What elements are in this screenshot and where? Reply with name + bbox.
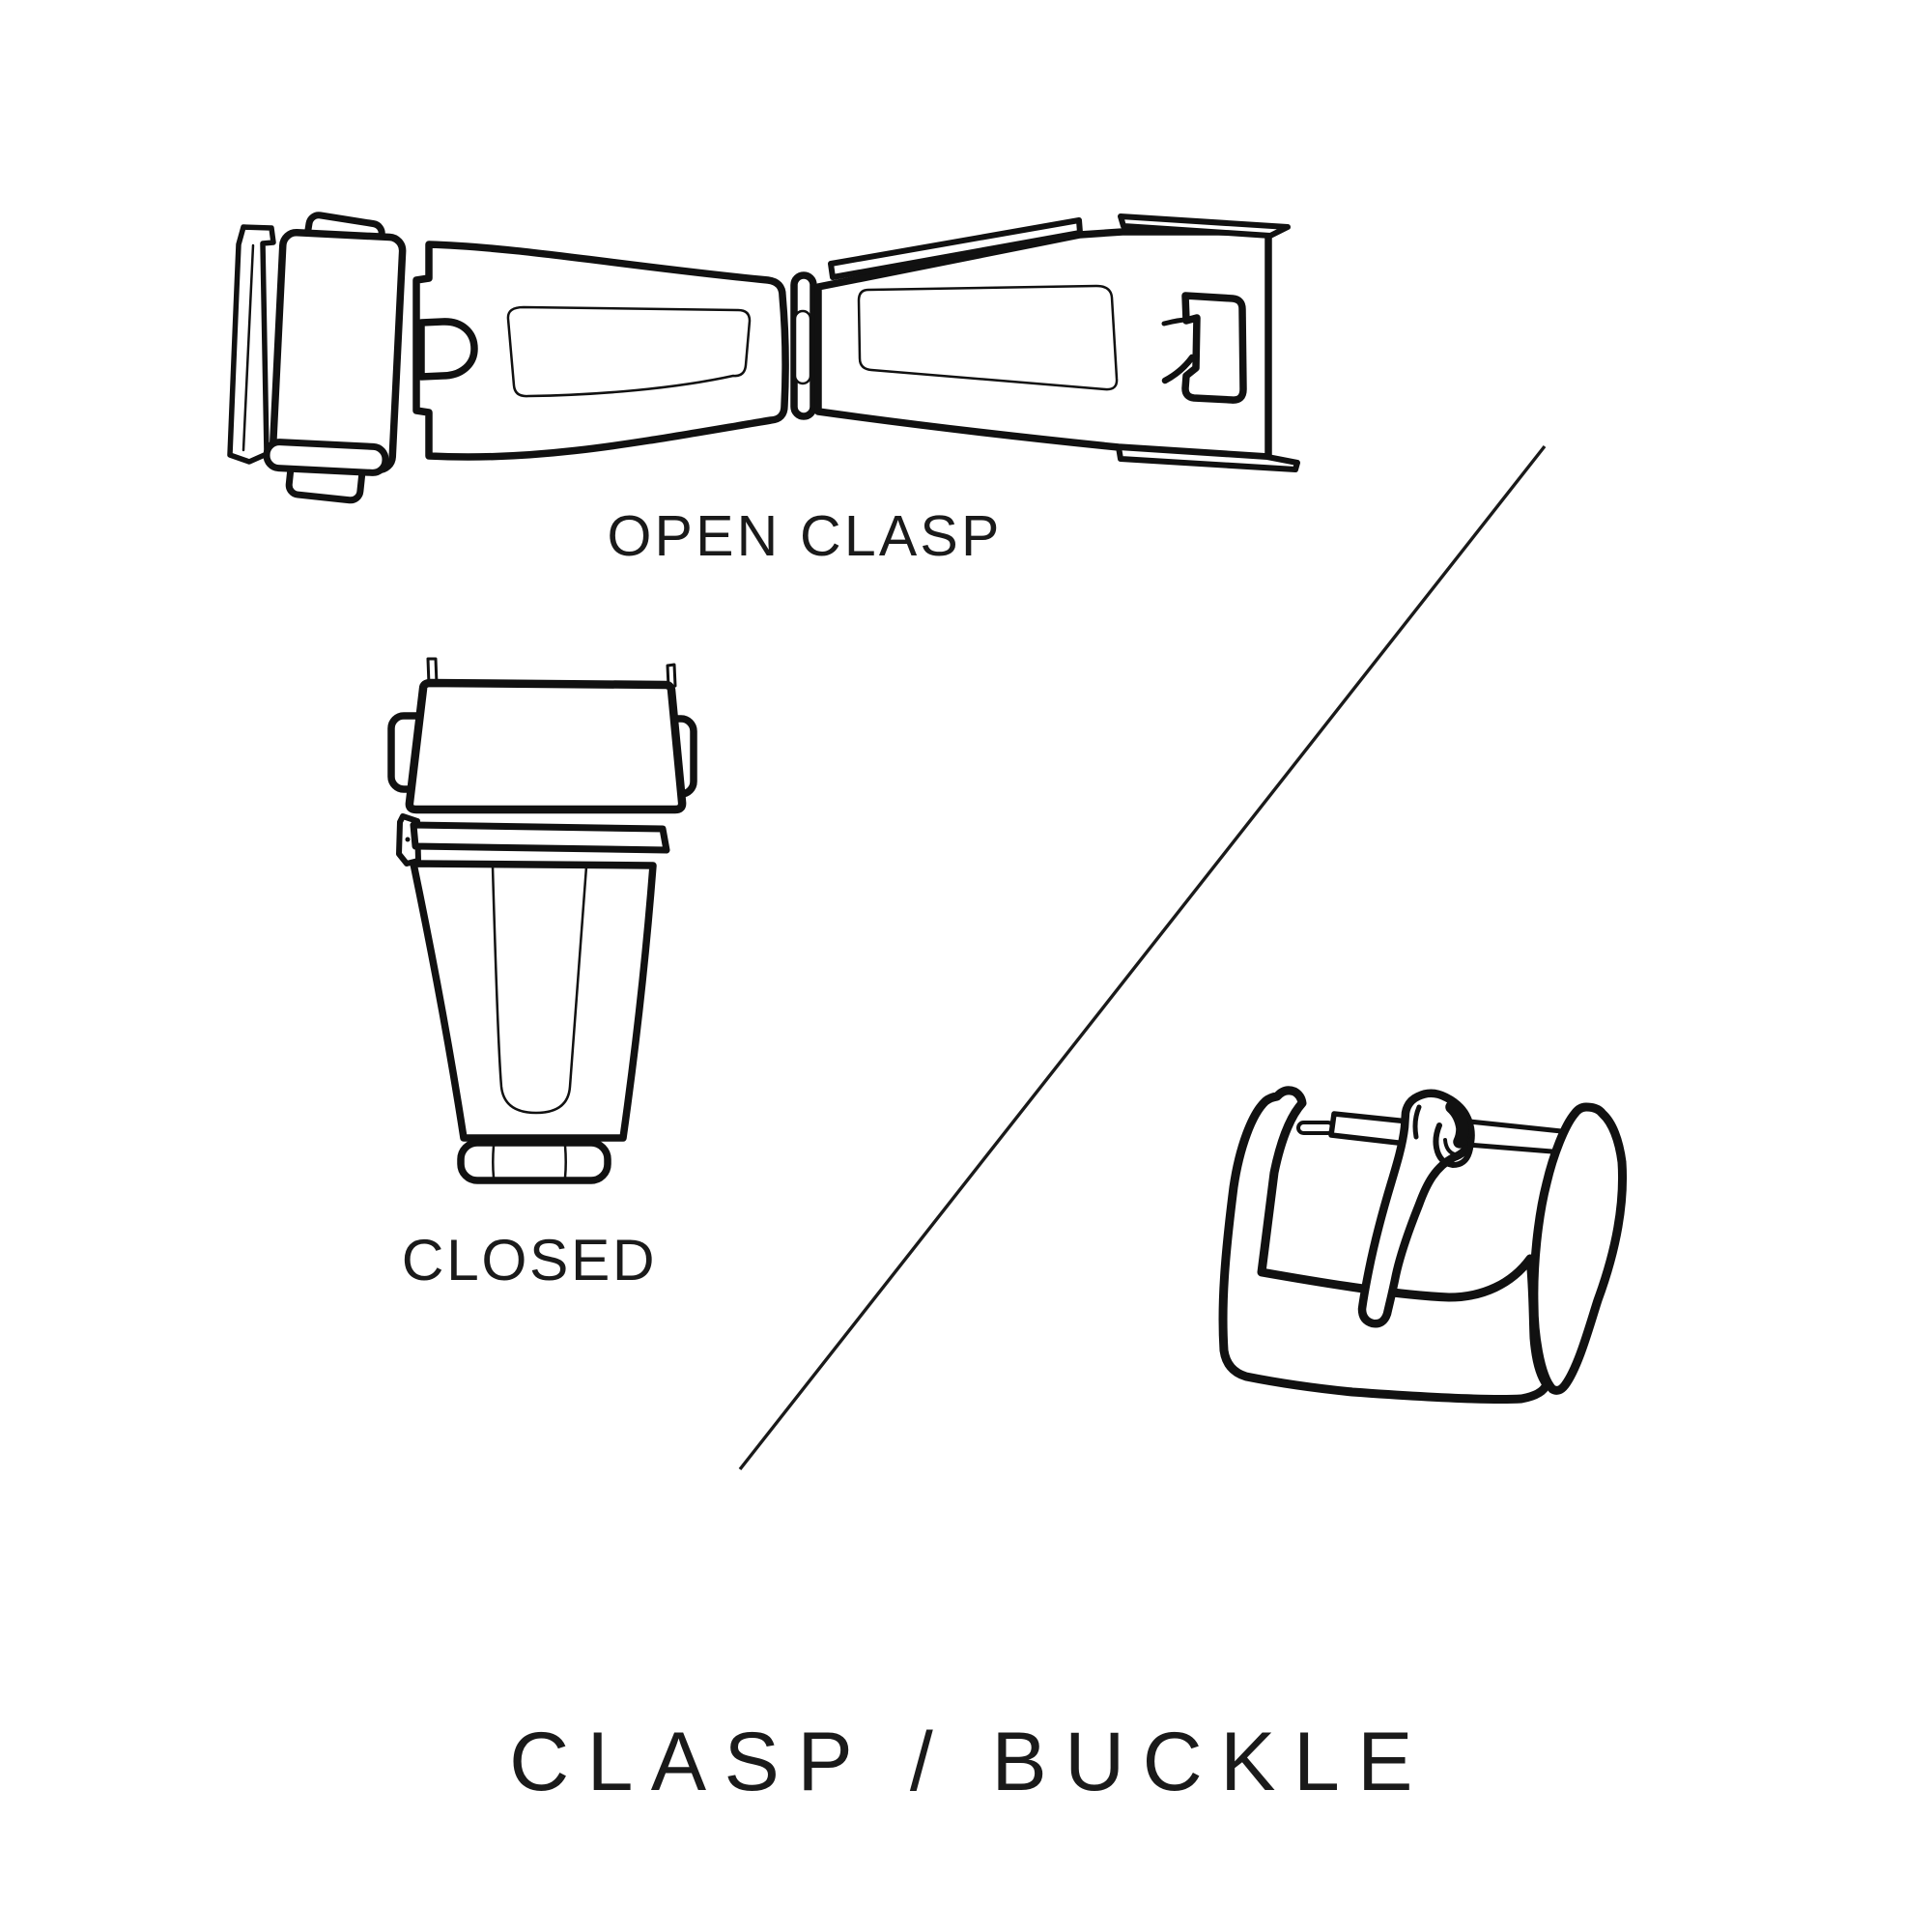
svg-text:CLOSED: CLOSED: [402, 1227, 657, 1293]
svg-text:OPEN CLASP: OPEN CLASP: [607, 504, 1002, 568]
svg-text:CLASP / BUCKLE: CLASP / BUCKLE: [509, 1716, 1431, 1808]
